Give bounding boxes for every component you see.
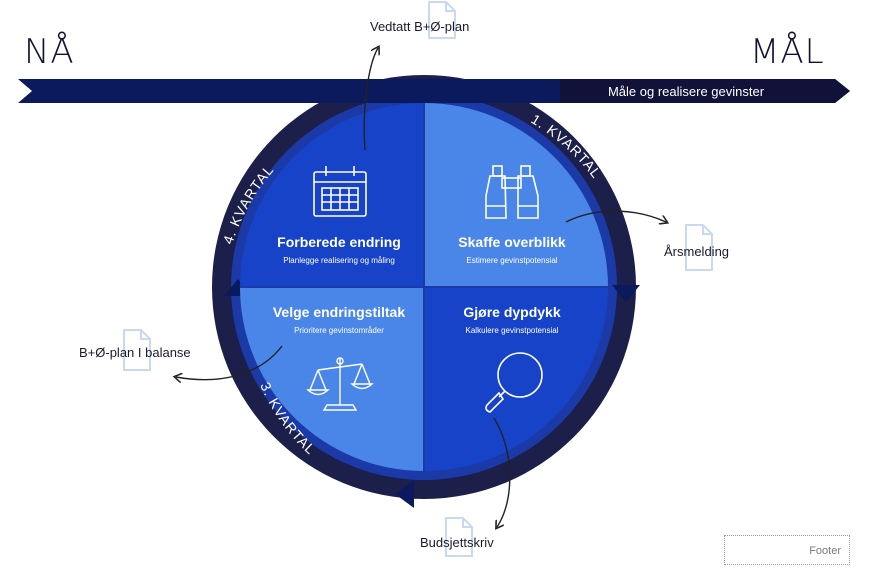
segment-title-velge: Velge endringstiltak bbox=[273, 304, 405, 320]
label-bo-plan-balanse: B+Ø-plan I balanse bbox=[79, 345, 191, 360]
ring-arrowhead-q2 bbox=[395, 480, 414, 508]
ring-arrowhead-q1 bbox=[612, 285, 640, 302]
segment-subtitle-forberede: Planlegge realisering og måling bbox=[283, 256, 395, 265]
magnifier-icon bbox=[485, 352, 543, 413]
binoculars-icon bbox=[485, 165, 539, 219]
timeline-arrow-label: Måle og realisere gevinster bbox=[608, 84, 765, 99]
document-icon-bottom bbox=[445, 517, 473, 557]
document-icon-left bbox=[123, 329, 151, 371]
arrow-to-budsjettskriv bbox=[493, 417, 511, 527]
timeline-arrow-dark-tip bbox=[560, 79, 850, 103]
footer-label: Footer bbox=[809, 545, 841, 557]
arrow-to-arsmelding bbox=[565, 210, 666, 222]
document-icon-right bbox=[685, 224, 713, 271]
arrow-to-vedtatt bbox=[363, 48, 378, 151]
segment-subtitle-gjore: Kalkulere gevinstpotensial bbox=[466, 326, 559, 335]
calendar-icon bbox=[313, 166, 367, 217]
segment-title-skaffe: Skaffe overblikk bbox=[458, 234, 566, 250]
label-budsjettskriv: Budsjettskriv bbox=[420, 535, 494, 550]
scale-icon bbox=[306, 357, 374, 411]
segment-title-forberede: Forberede endring bbox=[277, 234, 401, 250]
segment-title-gjore: Gjøre dypdykk bbox=[463, 304, 560, 320]
document-icon-top bbox=[428, 1, 456, 39]
segment-subtitle-skaffe: Estimere gevinstpotensial bbox=[466, 256, 557, 265]
title-na: NÅ bbox=[24, 32, 75, 72]
segment-subtitle-velge: Prioritere gevinstområder bbox=[294, 326, 384, 335]
label-arsmelding: Årsmelding bbox=[664, 244, 730, 259]
arrow-to-bo-balanse bbox=[176, 345, 283, 380]
label-vedtatt-plan: Vedtatt B+Ø-plan bbox=[370, 19, 470, 34]
title-mal: MÅL bbox=[750, 32, 825, 72]
footer-placeholder: Footer bbox=[724, 535, 850, 565]
